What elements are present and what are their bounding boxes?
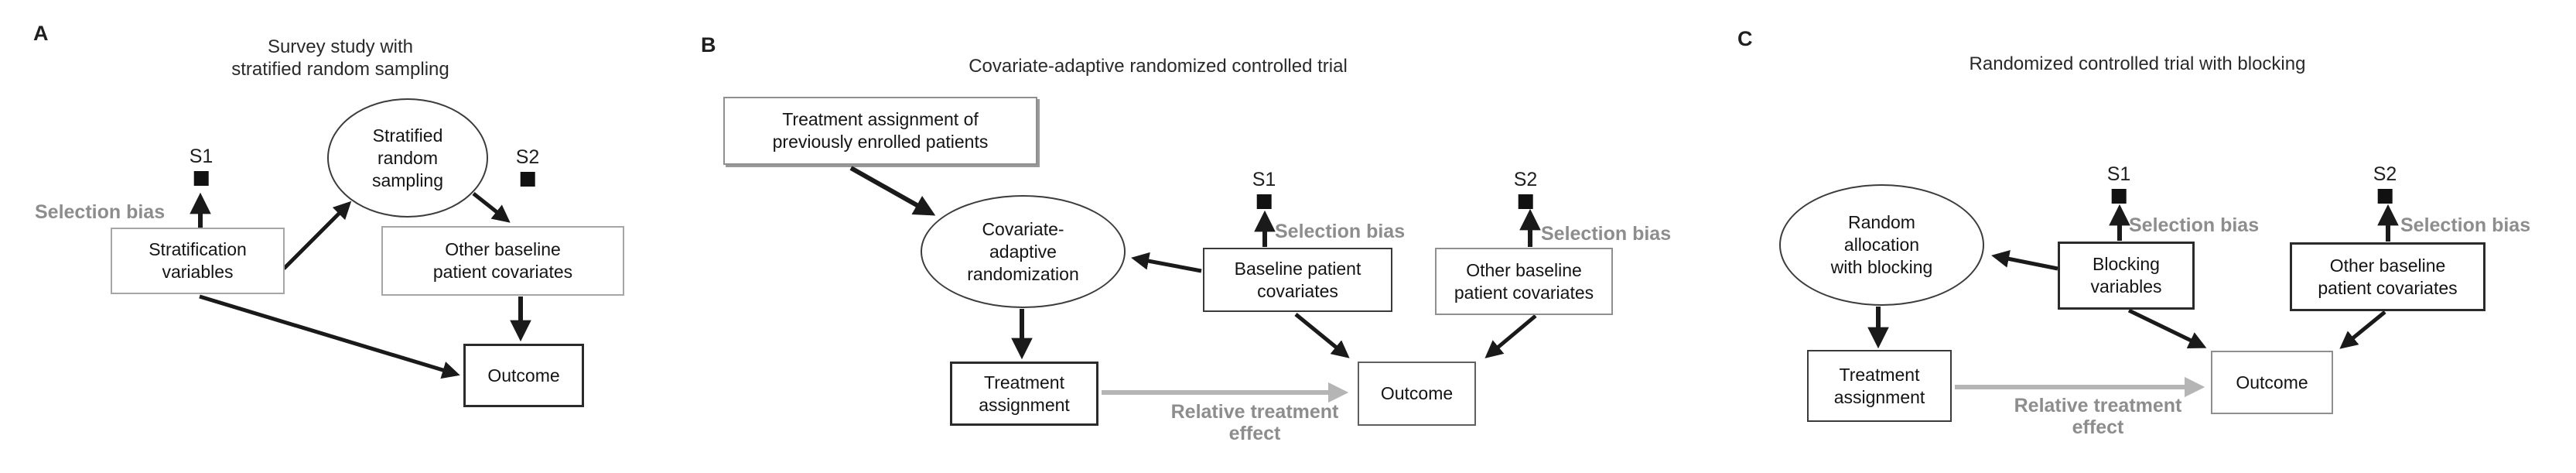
node-a-other-baseline-covariates: Other baseline patient covariates bbox=[381, 226, 624, 296]
square-icon bbox=[1518, 194, 1533, 209]
node-c-outcome: Outcome bbox=[2211, 351, 2333, 414]
marker-c-s1: S1 bbox=[2106, 163, 2131, 204]
square-icon bbox=[2377, 189, 2393, 204]
edge-b-baseline-to-randomizer bbox=[1131, 252, 1202, 273]
node-b-other-baseline-covariates: Other baseline patient covariates bbox=[1435, 248, 1613, 315]
square-icon bbox=[520, 172, 535, 187]
annotation-c-relative-treatment-effect: Relative treatment effect bbox=[2014, 395, 2182, 438]
node-a-stratified-random-sampling: Stratified random sampling bbox=[327, 98, 488, 218]
panel-b-letter: B bbox=[701, 33, 716, 57]
node-b-baseline-covariates: Baseline patient covariates bbox=[1203, 248, 1392, 312]
panel-b-title: Covariate-adaptive randomized controlled… bbox=[969, 56, 1348, 77]
panel-c-title: Randomized controlled trial with blockin… bbox=[1969, 53, 2306, 74]
annotation-b-relative-treatment-effect: Relative treatment effect bbox=[1170, 401, 1339, 444]
node-b-treatment-assignment: Treatment assignment bbox=[950, 362, 1098, 426]
square-icon bbox=[193, 171, 209, 186]
node-b-previous-assignment: Treatment assignment of previously enrol… bbox=[723, 97, 1037, 165]
annotation-c-selection-bias-s1: Selection bias bbox=[2129, 214, 2260, 236]
label-c-s1: S1 bbox=[2106, 163, 2131, 185]
label-b-s1: S1 bbox=[1252, 169, 1276, 190]
edge-c-blocking-to-randomizer bbox=[1991, 250, 2058, 271]
panel-c-letter: C bbox=[1737, 27, 1753, 50]
annotation-a-selection-bias: Selection bias bbox=[35, 201, 166, 223]
node-b-covariate-adaptive-randomization: Covariate- adaptive randomization bbox=[921, 195, 1126, 308]
marker-b-s2: S2 bbox=[1513, 169, 1538, 209]
edge-a-sampler-to-other bbox=[472, 192, 511, 223]
panel-a-title: Survey study with stratified random samp… bbox=[231, 36, 449, 80]
node-c-blocking-variables: Blocking variables bbox=[2058, 242, 2195, 310]
square-icon bbox=[2111, 189, 2127, 204]
node-c-treatment-assignment: Treatment assignment bbox=[1807, 350, 1952, 422]
node-b-outcome: Outcome bbox=[1358, 362, 1476, 426]
edge-b-baseline-to-outcome bbox=[1294, 313, 1350, 358]
marker-a-s2: S2 bbox=[515, 146, 540, 187]
annotation-c-selection-bias-s2: Selection bias bbox=[2400, 214, 2531, 236]
panel-a-letter: A bbox=[33, 22, 49, 45]
label-a-s2: S2 bbox=[515, 146, 540, 168]
label-a-s1: S1 bbox=[189, 146, 214, 167]
marker-a-s1: S1 bbox=[189, 146, 214, 186]
edge-c-other-to-outcome bbox=[2339, 310, 2386, 349]
square-icon bbox=[1256, 194, 1272, 209]
edge-b-prev-to-randomizer bbox=[849, 166, 936, 216]
node-a-stratification-variables: Stratification variables bbox=[111, 228, 285, 294]
marker-c-s2: S2 bbox=[2373, 163, 2397, 204]
edge-c-blocking-to-outcome bbox=[2127, 308, 2207, 348]
label-c-s2: S2 bbox=[2373, 163, 2397, 185]
node-a-outcome: Outcome bbox=[463, 344, 584, 407]
annotation-b-selection-bias-s1: Selection bias bbox=[1275, 221, 1406, 242]
annotation-b-selection-bias-s2: Selection bias bbox=[1541, 223, 1672, 245]
edge-a-stratification-to-sampler bbox=[282, 201, 352, 270]
node-c-other-baseline-covariates: Other baseline patient covariates bbox=[2290, 242, 2485, 311]
node-c-random-allocation-with-blocking: Random allocation with blocking bbox=[1779, 184, 1984, 306]
edge-a-stratification-to-outcome bbox=[199, 294, 460, 379]
marker-b-s1: S1 bbox=[1252, 169, 1276, 209]
label-b-s2: S2 bbox=[1513, 169, 1538, 190]
edge-b-other-to-outcome bbox=[1484, 314, 1537, 358]
